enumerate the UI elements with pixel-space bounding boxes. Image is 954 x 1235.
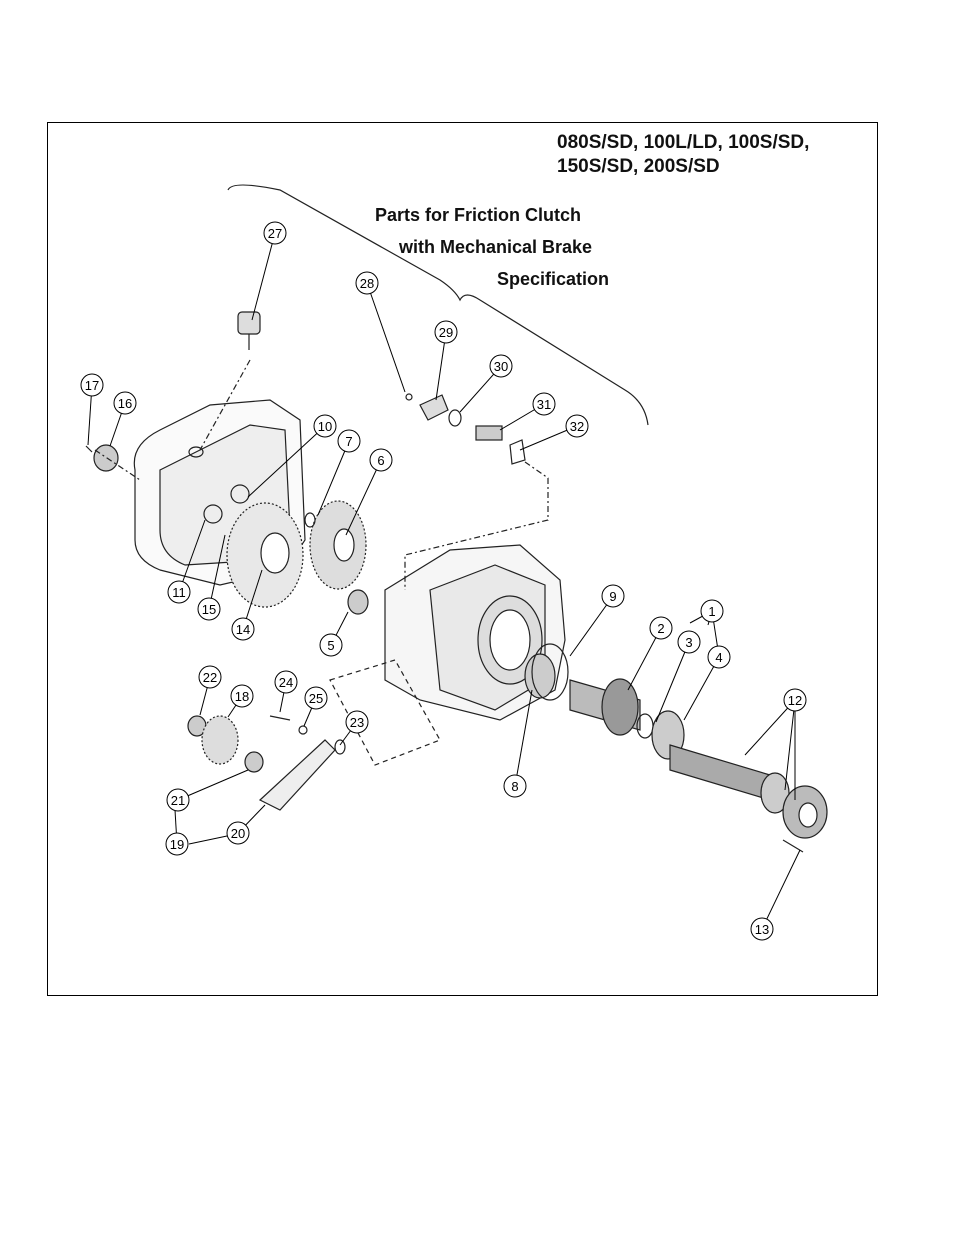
callout-4: 4 bbox=[708, 646, 730, 668]
callout-22: 22 bbox=[199, 666, 221, 688]
callout-20: 20 bbox=[227, 822, 249, 844]
callout-number: 12 bbox=[788, 693, 802, 708]
callout-number: 9 bbox=[609, 589, 616, 604]
washer-25-shape bbox=[299, 726, 307, 734]
callout-19: 19 bbox=[166, 833, 188, 855]
part-32-shape bbox=[510, 440, 525, 464]
callout-number: 31 bbox=[537, 397, 551, 412]
callout-12: 12 bbox=[784, 689, 806, 711]
callout-number: 19 bbox=[170, 837, 184, 852]
callout-number: 29 bbox=[439, 325, 453, 340]
callout-number: 13 bbox=[755, 922, 769, 937]
callout-32: 32 bbox=[566, 415, 588, 437]
callout-number: 1 bbox=[708, 604, 715, 619]
callout-28: 28 bbox=[356, 272, 378, 294]
callout-23: 23 bbox=[346, 711, 368, 733]
callout-number: 24 bbox=[279, 675, 293, 690]
callout-8: 8 bbox=[504, 775, 526, 797]
callout-number: 14 bbox=[236, 622, 250, 637]
callout-number: 23 bbox=[350, 715, 364, 730]
callout-31: 31 bbox=[533, 393, 555, 415]
part-16-shape bbox=[94, 445, 118, 471]
callout-number: 27 bbox=[268, 226, 282, 241]
callout-11: 11 bbox=[168, 581, 190, 603]
callout-number: 21 bbox=[171, 793, 185, 808]
callout-number: 28 bbox=[360, 276, 374, 291]
callout-number: 22 bbox=[203, 670, 217, 685]
callout-number: 17 bbox=[85, 378, 99, 393]
callout-2: 2 bbox=[650, 617, 672, 639]
gear-18-shape bbox=[202, 716, 238, 764]
callout-24: 24 bbox=[275, 671, 297, 693]
callout-25: 25 bbox=[305, 687, 327, 709]
callout-17: 17 bbox=[81, 374, 103, 396]
callout-number: 15 bbox=[202, 602, 216, 617]
callout-1: 1 bbox=[701, 600, 723, 622]
part-17-shape bbox=[86, 446, 92, 452]
part-30-shape bbox=[449, 410, 461, 426]
part-28-shape bbox=[406, 394, 412, 400]
part-27-shape bbox=[238, 312, 260, 334]
shaft-12-shape bbox=[670, 745, 770, 800]
callout-14: 14 bbox=[232, 618, 254, 640]
callout-number: 32 bbox=[570, 419, 584, 434]
callout-number: 3 bbox=[685, 635, 692, 650]
callout-number: 16 bbox=[118, 396, 132, 411]
callout-number: 10 bbox=[318, 419, 332, 434]
callout-16: 16 bbox=[114, 392, 136, 414]
callout-5: 5 bbox=[320, 634, 342, 656]
callout-30: 30 bbox=[490, 355, 512, 377]
bearing-8-shape bbox=[525, 654, 555, 698]
callout-number: 4 bbox=[715, 650, 722, 665]
callout-number: 30 bbox=[494, 359, 508, 374]
callout-number: 6 bbox=[377, 453, 384, 468]
part-29-shape bbox=[420, 395, 448, 420]
callout-number: 2 bbox=[657, 621, 664, 636]
callout-27: 27 bbox=[264, 222, 286, 244]
callout-15: 15 bbox=[198, 598, 220, 620]
callout-10: 10 bbox=[314, 415, 336, 437]
callout-number: 8 bbox=[511, 779, 518, 794]
clutch-gear-2-shape bbox=[602, 679, 638, 735]
callout-number: 11 bbox=[172, 585, 186, 600]
callout-number: 25 bbox=[309, 691, 323, 706]
callout-number: 7 bbox=[345, 434, 352, 449]
callout-3: 3 bbox=[678, 631, 700, 653]
callout-number: 5 bbox=[327, 638, 334, 653]
callout-9: 9 bbox=[602, 585, 624, 607]
callout-number: 20 bbox=[231, 826, 245, 841]
callout-18: 18 bbox=[231, 685, 253, 707]
part-31-shape bbox=[476, 426, 502, 440]
callout-7: 7 bbox=[338, 430, 360, 452]
callout-21: 21 bbox=[167, 789, 189, 811]
bolt-24-shape bbox=[270, 716, 290, 720]
callout-29: 29 bbox=[435, 321, 457, 343]
callout-13: 13 bbox=[751, 918, 773, 940]
callout-number: 18 bbox=[235, 689, 249, 704]
bracket-20-shape bbox=[260, 740, 335, 810]
pin-23-shape bbox=[335, 740, 345, 754]
bearing-21-shape bbox=[245, 752, 263, 772]
callout-6: 6 bbox=[370, 449, 392, 471]
bearing-5-shape bbox=[348, 590, 368, 614]
ring-7-shape bbox=[305, 513, 315, 527]
